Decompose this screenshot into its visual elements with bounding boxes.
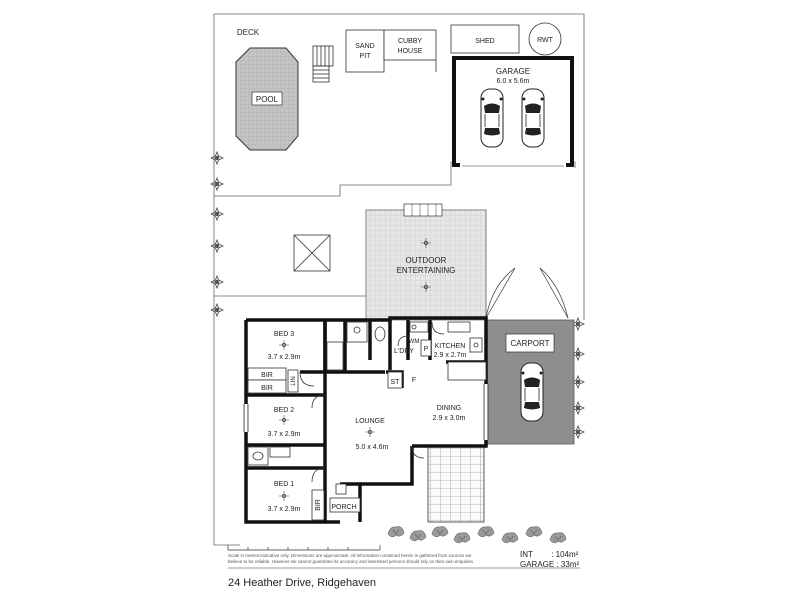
cubby-house <box>383 29 437 72</box>
garage <box>452 56 574 167</box>
area-int-value: : 104m² <box>551 550 579 559</box>
area-garage-label: GARAGE <box>520 560 555 569</box>
bed3-dims: 3.7 x 2.9m <box>268 354 301 361</box>
fridge-label: F <box>412 377 416 384</box>
outdoor-label-1: OUTDOOR <box>406 256 447 265</box>
pool-label: POOL <box>256 95 279 104</box>
bir-label-1: BIR <box>261 372 273 379</box>
shrubs-left <box>210 151 224 317</box>
wm-label: WM <box>409 339 420 345</box>
sandpit-label-1: SAND <box>355 43 374 50</box>
garage-dims: 6.0 x 5.6m <box>497 78 530 85</box>
rwt-label: RWT <box>537 37 554 44</box>
bed2-dims: 3.7 x 2.9m <box>268 431 301 438</box>
pool <box>235 47 299 151</box>
lounge-label: LOUNGE <box>355 418 385 425</box>
lounge-dims: 5.0 x 4.6m <box>356 444 389 451</box>
disclaimer-line-1: Scale in metres:Indicative only. Dimensi… <box>228 553 472 558</box>
property-address: 24 Heather Drive, Ridgehaven <box>228 577 376 589</box>
paved-area <box>427 445 485 523</box>
yard-feature <box>293 234 331 272</box>
dining-dims: 2.9 x 3.0m <box>433 415 466 422</box>
house-walls <box>244 316 488 524</box>
garage-label: GARAGE <box>496 67 530 76</box>
interior-fittings <box>243 321 489 521</box>
carport <box>485 267 575 445</box>
deck-label: DECK <box>237 28 260 37</box>
bed1-label: BED 1 <box>274 481 294 488</box>
outdoor-entertaining <box>365 203 487 321</box>
shrubs-front <box>387 526 567 544</box>
cubby-label-2: HOUSE <box>398 48 423 55</box>
bir-label-2: BIR <box>261 385 273 392</box>
area-int-label: INT <box>520 550 533 559</box>
kitchen-dims: 2.9 x 2.7m <box>434 352 467 359</box>
lin-label: LIN <box>291 376 297 385</box>
carport-label: CARPORT <box>511 339 550 348</box>
bed1-dims: 3.7 x 2.9m <box>268 506 301 513</box>
pantry-label: P <box>424 346 429 353</box>
area-garage: GARAGE : 33m² <box>520 560 579 569</box>
sand-pit <box>345 29 385 73</box>
disclaimer-line-2: believe to be reliable. However we canno… <box>228 559 474 564</box>
shed-label: SHED <box>475 38 494 45</box>
bir-bed1-label: BIR <box>315 499 322 511</box>
deck-steps <box>312 45 334 83</box>
laundry-label: L'DRY <box>394 348 414 355</box>
rainwater-tank <box>528 22 562 56</box>
porch-label: PORCH <box>331 504 356 511</box>
bed3-label: BED 3 <box>274 331 294 338</box>
bed2-label: BED 2 <box>274 407 294 414</box>
kitchen-label: KITCHEN <box>435 343 466 350</box>
sandpit-label-2: PIT <box>360 53 372 60</box>
store-label: ST <box>391 379 401 386</box>
area-int: INT : 104m² <box>520 550 578 559</box>
area-garage-value: : 33m² <box>556 560 580 569</box>
dining-label: DINING <box>437 405 462 412</box>
scale-bar <box>227 545 381 551</box>
cubby-label-1: CUBBY <box>398 38 422 45</box>
outdoor-label-2: ENTERTAINING <box>397 266 456 275</box>
shed <box>450 24 520 54</box>
